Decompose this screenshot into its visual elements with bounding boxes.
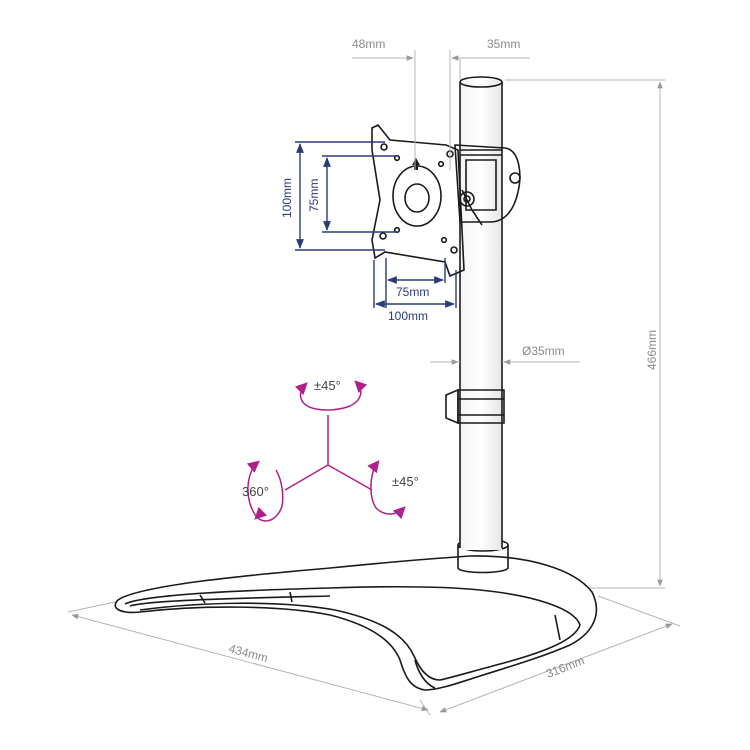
vertical-pole [459, 76, 503, 550]
dimension-label-316mm: 316mm [544, 653, 586, 680]
rotation-label-top: ±45° [314, 378, 341, 393]
stand-base [114, 555, 598, 691]
dimension-label-35mm: 35mm [487, 37, 520, 51]
vesa-label-100mm-width: 100mm [388, 309, 428, 323]
tilt-arrow-top [294, 380, 368, 411]
vesa-dimension-lines [295, 141, 457, 308]
dimension-label-pole-diameter: Ø35mm [522, 344, 565, 358]
guide-lines [67, 50, 681, 716]
rotation-label-left: 360° [242, 484, 269, 499]
dimension-316mm [439, 623, 673, 713]
vesa-label-75mm-width: 75mm [396, 285, 429, 299]
rotation-axes [284, 415, 373, 491]
vesa-label-75mm-height: 75mm [307, 179, 321, 212]
rotation-label-right: ±45° [392, 474, 419, 489]
swivel-arrow-right [367, 460, 406, 520]
height-adjust-clamp [445, 388, 505, 425]
vesa-label-100mm-height: 100mm [280, 178, 294, 218]
rotate-arrow-left [246, 460, 284, 522]
tilt-bracket [454, 144, 521, 226]
dimension-label-48mm: 48mm [352, 37, 385, 51]
dimension-label-466mm: 466mm [645, 330, 659, 370]
dimension-434mm [71, 613, 429, 712]
